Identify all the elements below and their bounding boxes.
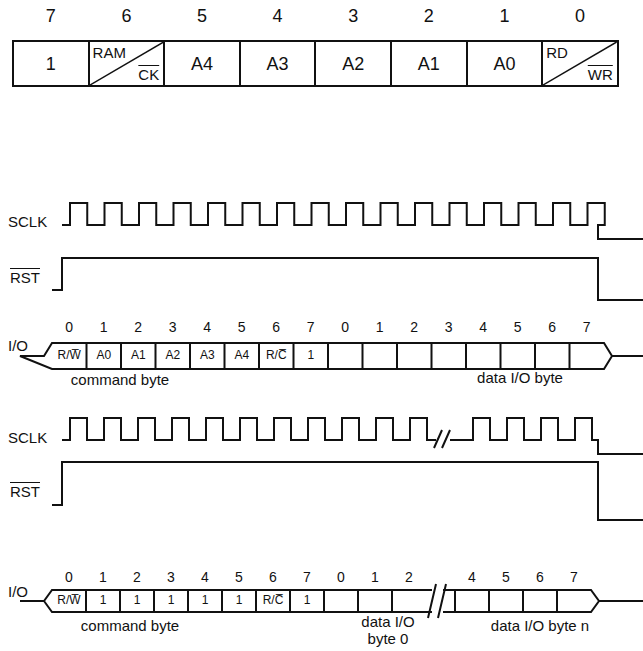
bit-number: 6 (272, 320, 280, 335)
bit-number: 2 (410, 320, 418, 335)
bit-number: 1 (499, 7, 509, 27)
bit-cell-label: 1 (202, 594, 209, 607)
bit-number: 7 (583, 320, 591, 335)
bit-name-lower: WR (588, 67, 613, 82)
sclk-waveform (62, 203, 643, 239)
bit-number: 4 (479, 320, 487, 335)
signal-name: I/O (8, 584, 28, 601)
bit-cell-label: R/W̅ (57, 594, 80, 607)
break-mark (428, 584, 446, 618)
bit-dividers (86, 590, 557, 612)
byte-label: command byte (81, 618, 179, 635)
bit-number: 2 (424, 7, 434, 27)
bit-number: 0 (341, 320, 349, 335)
bit-number: 0 (65, 320, 73, 335)
bit-number: 4 (273, 7, 283, 27)
register-bit-cell: A4 (163, 40, 241, 87)
bit-name-upper: RAM (93, 45, 126, 60)
bit-cell-label: A3 (200, 349, 215, 362)
bit-number: 2 (134, 320, 142, 335)
byte-label: data I/O byte n (491, 618, 589, 635)
bit-cell-label: R/C̅ (263, 594, 284, 607)
bit-name: A3 (267, 55, 289, 73)
bit-number: 7 (46, 7, 56, 27)
signal-name: SCLK (8, 430, 47, 447)
rst-waveform (52, 258, 643, 300)
bit-number: 3 (169, 320, 177, 335)
byte-label: data I/O byte 0 (355, 614, 421, 647)
bit-name: A0 (493, 55, 515, 73)
bit-number: 3 (445, 320, 453, 335)
bit-number: 0 (65, 570, 73, 585)
bit-number: 6 (121, 7, 131, 27)
bit-number: 3 (348, 7, 358, 27)
bit-number: 4 (203, 320, 211, 335)
bit-number: 6 (548, 320, 556, 335)
bit-name-upper: RD (546, 45, 568, 60)
byte-label: data I/O byte (477, 370, 563, 387)
bit-number: 6 (269, 570, 277, 585)
register-bit-cell: A0 (466, 40, 544, 87)
bit-number: 5 (235, 570, 243, 585)
signal-name: SCLK (8, 214, 47, 231)
register-bit-cell: RD WR (541, 40, 619, 87)
break-mark (434, 430, 450, 448)
bit-number: 5 (238, 320, 246, 335)
bit-cell-label: 1 (134, 594, 141, 607)
bit-cell-label: R/C̅ (266, 349, 287, 362)
signal-name: I/O (8, 338, 28, 355)
signal-name: RST (10, 270, 40, 287)
bit-number: 3 (167, 570, 175, 585)
io-bus (20, 343, 643, 369)
bit-number: 1 (100, 320, 108, 335)
bit-number: 7 (307, 320, 315, 335)
bit-number: 6 (536, 570, 544, 585)
register-bit-cell: RAM CK (88, 40, 166, 87)
bit-number: 0 (337, 570, 345, 585)
bit-number: 1 (376, 320, 384, 335)
bit-cell-label: R/W̅ (58, 349, 81, 362)
bit-number: 5 (502, 570, 510, 585)
signal-name: RST (10, 484, 40, 501)
bit-cell-label: A0 (96, 349, 111, 362)
bit-name: A1 (418, 55, 440, 73)
bit-number: 7 (303, 570, 311, 585)
bit-number: 2 (133, 570, 141, 585)
bit-number: 1 (99, 570, 107, 585)
rst-waveform (52, 462, 643, 520)
bit-cell-label: 1 (100, 594, 107, 607)
bit-cell-label: 1 (236, 594, 243, 607)
bit-name-lower: CK (138, 67, 159, 82)
bit-cell-label: A2 (165, 349, 180, 362)
register-bit-cell: A1 (390, 40, 468, 87)
bit-name: 1 (46, 55, 56, 73)
bit-cell-label: A4 (234, 349, 249, 362)
bit-name: A2 (342, 55, 364, 73)
bit-number: 5 (514, 320, 522, 335)
bit-number: 4 (468, 570, 476, 585)
bit-cell-label: 1 (168, 594, 175, 607)
byte-label: command byte (71, 372, 169, 389)
bit-name: A4 (191, 55, 213, 73)
bit-cell-label: A1 (131, 349, 146, 362)
bit-number: 0 (575, 7, 585, 27)
bit-dividers (87, 343, 570, 369)
bit-number: 1 (371, 570, 379, 585)
sclk-waveform (62, 418, 643, 454)
bit-cell-label: 1 (307, 349, 314, 362)
bit-number: 2 (405, 570, 413, 585)
bit-number: 7 (570, 570, 578, 585)
io-bus (20, 590, 643, 612)
bit-cell-label: 1 (304, 594, 311, 607)
bit-number: 4 (201, 570, 209, 585)
register-bit-cell: A2 (314, 40, 392, 87)
register-bit-cell: A3 (239, 40, 317, 87)
register-bit-cell: 1 (12, 40, 90, 87)
bit-number: 5 (197, 7, 207, 27)
